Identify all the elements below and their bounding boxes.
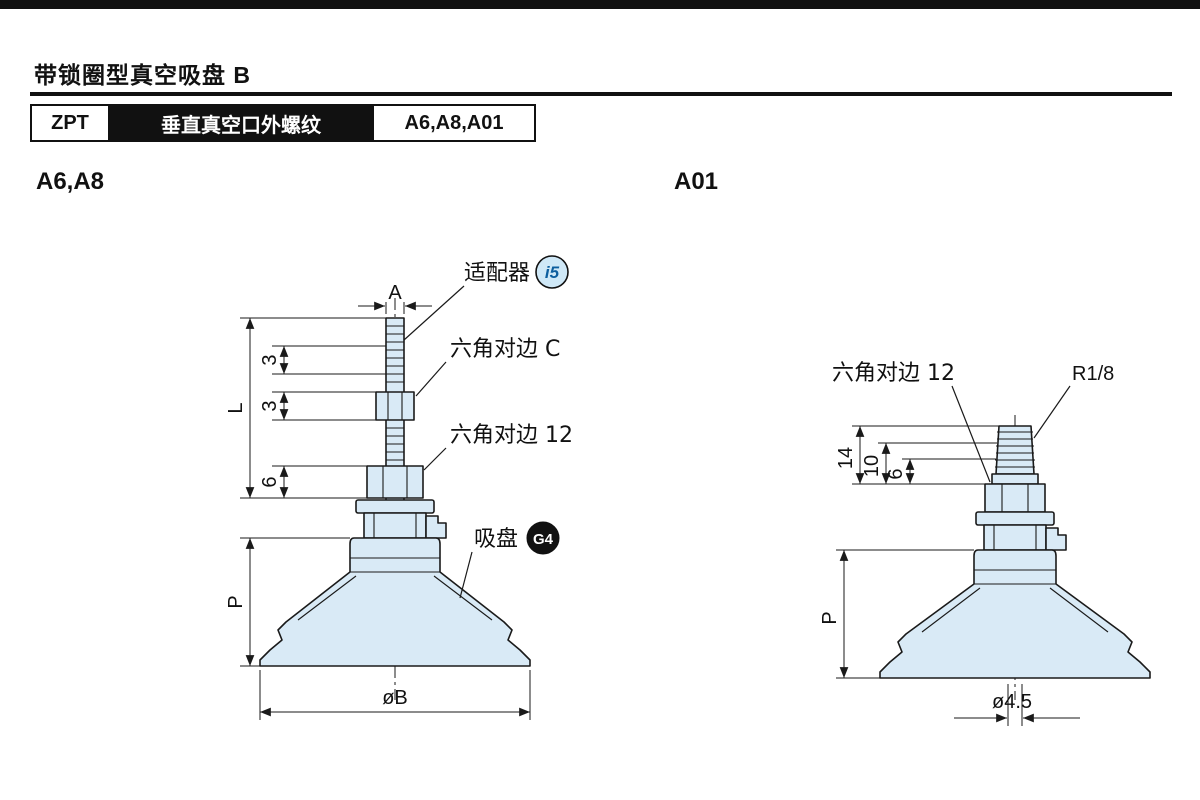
suction-cup-details (921, 569, 1109, 633)
callout-hex-12: 六角对边 12 (832, 361, 991, 483)
series-tab: ZPT (30, 104, 110, 142)
thread-label: R1/8 (1072, 363, 1114, 385)
dim-a-label: A (388, 282, 402, 304)
callout-hex-12: 六角对边 12 (423, 423, 573, 471)
flange (355, 499, 435, 514)
adapter-label: 适配器 (464, 261, 530, 286)
models-tab: A6,A8,A01 (374, 104, 536, 142)
dim-p-label: P (225, 595, 247, 608)
adapter-ref-badge-label: i5 (545, 263, 560, 282)
model-tabs: ZPT 垂直真空口外螺纹 A6,A8,A01 (30, 104, 536, 142)
lock-ring-notches (373, 513, 417, 538)
ring-clip (425, 515, 447, 539)
title-underline (30, 92, 1172, 96)
left-drawing: A 3 3 6 L P øB (225, 255, 573, 720)
hex-12-label: 六角对边 12 (832, 361, 955, 386)
hex-12-label: 六角对边 12 (450, 423, 573, 448)
dim-14-label: 14 (835, 447, 857, 469)
callout-adapter: 适配器 i5 (403, 255, 569, 341)
thread-collar (991, 473, 1039, 485)
adapter-ref-badge (535, 255, 569, 289)
flange (975, 511, 1055, 526)
dim-6-label: 6 (259, 476, 281, 487)
lock-ring (363, 512, 427, 539)
dim-ob-label: øB (382, 687, 408, 709)
type-tab: 垂直真空口外螺纹 (110, 104, 374, 142)
lock-ring-notches (993, 525, 1037, 550)
dim-a: A (358, 282, 432, 314)
hex-nut-c (375, 391, 415, 421)
hex-12-leader (423, 447, 447, 471)
thread-lines-lower (386, 427, 404, 461)
hex-12-leader (951, 385, 991, 483)
thread-leader (1033, 385, 1071, 439)
suction-cup-details (297, 557, 493, 621)
lock-ring (983, 524, 1047, 551)
hex-c-leader (415, 361, 447, 397)
callout-hex-c: 六角对边 C (415, 337, 560, 397)
pad-label: 吸盘 (474, 527, 518, 552)
top-rule (0, 0, 1200, 9)
dim-l-label: L (225, 402, 247, 413)
section-label-a01: A01 (674, 168, 719, 195)
section-label-a6a8: A6,A8 (36, 168, 105, 195)
hex-c-label: 六角对边 C (450, 337, 560, 362)
hex-nut-12-facets (382, 466, 408, 498)
left-dim-chain: 3 3 6 L P (225, 317, 386, 667)
pad-ref-badge-label: G4 (533, 531, 554, 548)
hex-nut-12-facets (1001, 484, 1029, 512)
pad-leader (459, 551, 473, 599)
thread-lines-upper (386, 325, 404, 383)
dim-ob: øB (259, 670, 531, 720)
dim-p-label: P (819, 611, 841, 624)
dim-10-label: 10 (861, 455, 883, 477)
taper-thread-lines (995, 431, 1035, 468)
hex-nut-12 (366, 465, 424, 499)
adapter-leader (403, 285, 465, 341)
suction-cup (259, 537, 531, 667)
pad-ref-badge (526, 521, 560, 555)
hex-nut-c-facets (387, 392, 403, 420)
right-drawing: 14 10 6 P ø4.5 六角对边 12 (819, 361, 1151, 726)
hex-nut-12 (984, 483, 1046, 513)
right-dim-chain: 14 10 6 P (819, 425, 999, 679)
dim-dia-label: ø4.5 (992, 691, 1032, 713)
dim-dia-45: ø4.5 (954, 684, 1080, 726)
ring-clip (1045, 527, 1067, 551)
suction-cup (879, 549, 1151, 679)
callout-pad: 吸盘 G4 (459, 521, 560, 599)
dim-3-upper-label: 3 (259, 354, 281, 365)
callout-thread: R1/8 (1033, 363, 1114, 439)
dim-6-label: 6 (885, 468, 907, 479)
page-title: 带锁圈型真空吸盘 B (34, 62, 251, 88)
dim-3-lower-label: 3 (259, 400, 281, 411)
